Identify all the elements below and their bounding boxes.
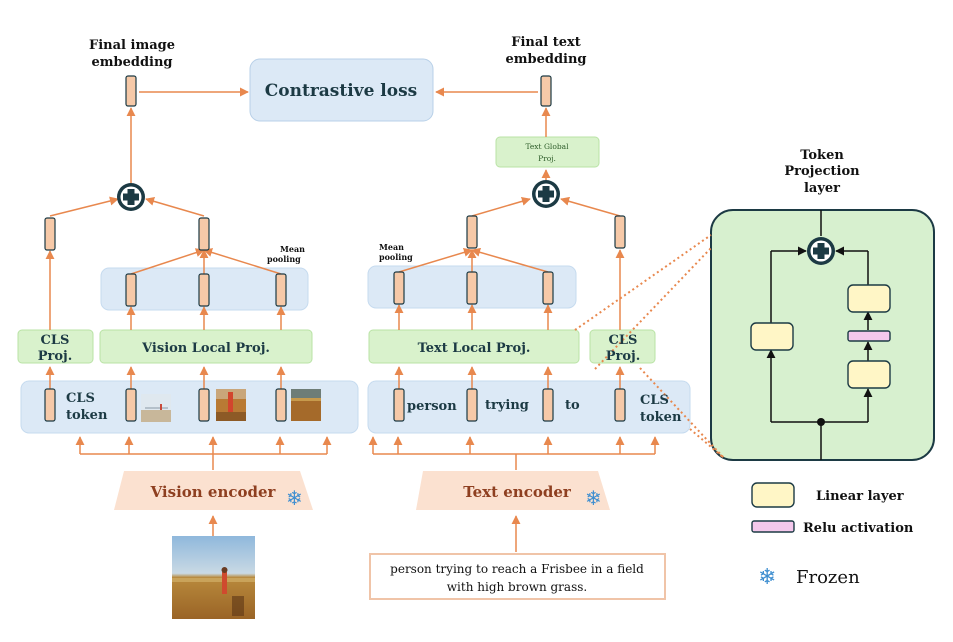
text-token [614,388,626,422]
text-local-proj-label: Text Local Proj. [418,341,531,356]
text-token [466,388,478,422]
final-text-label: embedding [505,52,586,67]
linear-layer-box [847,360,891,389]
vision-cls-token-bar [44,217,56,251]
legend-linear-swatch [751,482,795,508]
token-projection-title: Token [800,148,844,163]
mean-pooling-vision-label: pooling [267,254,301,264]
token-projection-panel [710,209,935,461]
vision-cls-proj-label: Proj. [38,349,73,364]
linear-layer-box [750,322,794,351]
text-cls-proj-box [589,329,656,364]
vision-token-panel [20,380,359,434]
vision-encoder-label: Vision encoder [150,483,277,501]
final-text-label: Final text [511,35,581,50]
contrastive-loss-label: Contrastive loss [265,81,418,101]
plus-circle-icon [807,237,835,265]
text-encoder-block [416,471,610,510]
text-local-token [393,271,405,305]
branch-dot [817,418,825,426]
vision-cls-token-label: token [66,408,108,423]
legend-relu-swatch [751,520,795,533]
vision-token [44,388,56,422]
contrastive-loss-box [249,58,434,122]
svg-text:❄: ❄ [286,486,303,510]
plus-circle-icon [532,180,560,208]
token-projection-title: layer [804,181,840,196]
svg-text:❄: ❄ [758,565,776,590]
text-token-label: to [565,398,580,413]
zoom-dotted-lines [574,234,725,459]
patch-thumbnail [216,389,246,421]
vision-local-proj-box [99,329,313,364]
legend-relu-label: Relu activation [803,521,914,536]
text-global-proj-box [495,136,600,168]
text-token-panel [367,380,691,434]
patch-thumbnail [291,389,321,421]
plus-circle-icon [117,183,145,211]
vision-token [125,388,137,422]
text-encoder-label: Text encoder [463,483,572,501]
legend-linear-label: Linear layer [816,489,904,504]
final-text-embedding-bar [540,75,552,107]
input-image [172,536,255,619]
vision-cls-proj-label: CLS [41,333,70,348]
patch-thumbnail [141,394,171,422]
vision-local-proj-label: Vision Local Proj. [141,341,270,356]
mean-pooling-vision-label: Mean [280,244,305,254]
vision-local-token [125,273,137,307]
relu-activation-box [847,330,891,342]
mean-pooling-text-label: Mean [379,242,404,252]
svg-text:❄: ❄ [585,486,602,510]
connection-arrows [45,87,660,552]
legend-frozen-label: Frozen [796,567,860,588]
text-global-proj-label: Text Global [525,142,569,151]
vision-token [198,388,210,422]
mean-pooling-text-label: pooling [379,252,413,262]
caption-box [369,553,666,600]
text-token [393,388,405,422]
text-local-proj-box [368,329,580,364]
token-projection-title: Projection [784,164,860,179]
text-cls-proj-label: CLS [609,333,638,348]
token-bars [44,75,626,422]
final-image-label: embedding [91,55,172,70]
text-cls-proj-label: Proj. [606,349,641,364]
vision-cls-proj-box [17,329,94,364]
vision-local-token [275,273,287,307]
text-local-token [542,271,554,305]
text-cls-token-label: CLS [640,393,669,408]
text-global-proj-label: Proj. [538,154,556,163]
linear-layer-box [847,284,891,313]
vision-local-token [198,273,210,307]
snowflake-icon: ❄ ❄ ❄ [286,486,776,590]
text-token-label: trying [485,398,529,413]
vision-cls-token-label: CLS [66,391,95,406]
vision-token [275,388,287,422]
text-mean-token [466,215,478,249]
vision-mean-token [198,217,210,251]
text-cls-token-label: token [640,410,682,425]
text-token-label: person [407,399,457,414]
text-token [542,388,554,422]
text-cls-token-bar [614,215,626,249]
text-local-token [466,271,478,305]
caption-text: with high brown grass. [447,580,587,594]
caption-text: person trying to reach a Frisbee in a fi… [390,562,644,576]
final-image-label: Final image [89,38,175,53]
vision-encoder-block [114,471,313,510]
final-image-embedding-bar [125,75,137,107]
